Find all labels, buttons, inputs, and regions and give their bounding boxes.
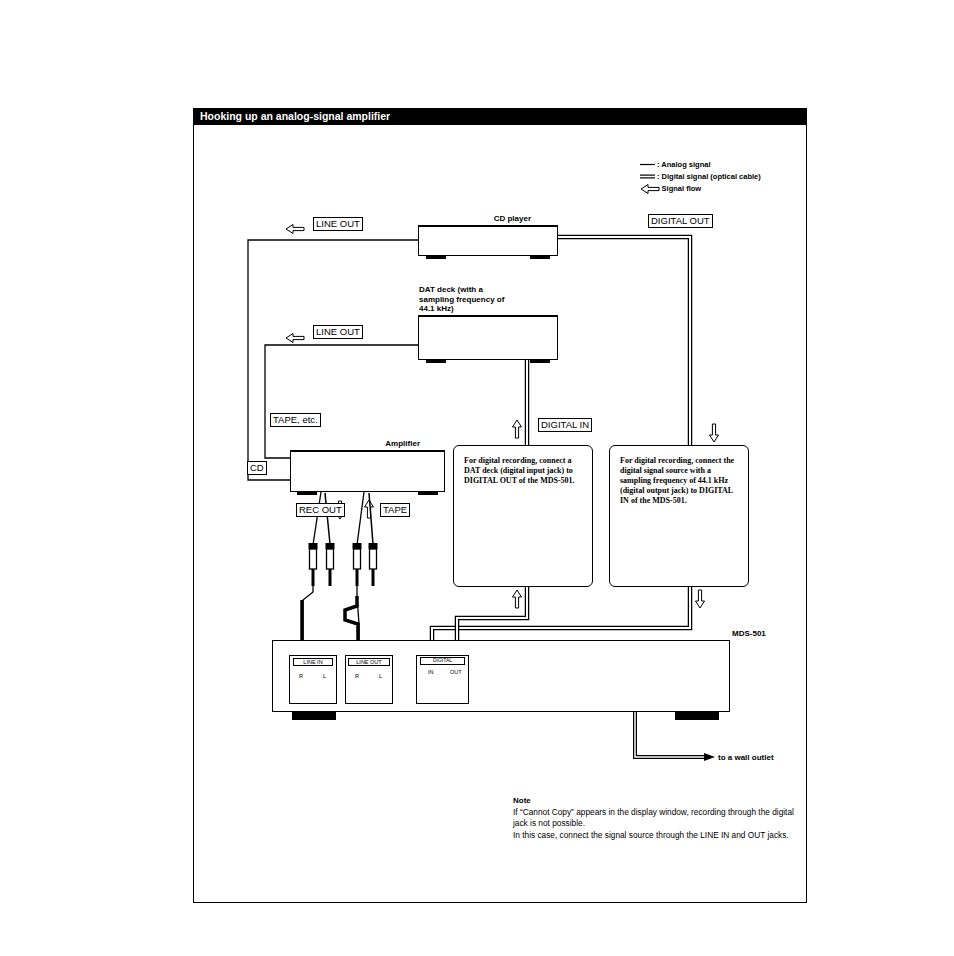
node-label: DIGITAL <box>420 657 465 665</box>
instruction-box: For digital recording, connect a DAT dec… <box>453 445 593 587</box>
plug-body <box>310 549 317 569</box>
signal-label: DIGITAL IN <box>538 418 592 432</box>
minidisc-deck: MDS-501LINE INRLLINE OUTRLDIGITALINOUT <box>272 640 730 712</box>
signal-flow-arrow <box>365 500 374 518</box>
plug-tip <box>329 569 332 586</box>
legend-text: : Analog signal <box>657 159 761 171</box>
rca-plug <box>309 543 318 586</box>
jack-label: L <box>379 673 382 679</box>
note-heading: Note <box>513 796 531 805</box>
jack-label: OUT <box>450 669 462 675</box>
instruction-box: For digital recording, connect the digit… <box>609 445 749 587</box>
signal-flow-arrow <box>513 420 522 438</box>
signal-label: REC OUT <box>296 503 345 517</box>
rca-plug <box>326 543 335 586</box>
node-label: For digital recording, connect a DAT dec… <box>464 456 582 486</box>
legend-text: : Digital signal (optical cable) <box>657 171 761 183</box>
signal-label: DIGITAL OUT <box>648 214 713 228</box>
dat-deck: DAT deck (with a sampling frequency of 4… <box>418 315 558 360</box>
node-label: CD player <box>494 214 531 223</box>
cable <box>325 493 330 544</box>
signal-label: TAPE, etc. <box>270 413 321 427</box>
signal-label: TAPE <box>380 503 410 517</box>
plug-tip <box>372 569 375 586</box>
digital-sample-core <box>640 176 655 178</box>
signal-label: LINE OUT <box>313 325 363 339</box>
note-text: If “Cannot Copy” appears in the display … <box>513 807 805 829</box>
plug-body <box>327 549 334 569</box>
title-bar: Hooking up an analog-signal amplifier <box>193 108 807 125</box>
node-label: LINE OUT <box>348 658 390 666</box>
jack-label: R <box>299 673 303 679</box>
rca-plug <box>369 543 378 586</box>
cd-player: CD player <box>418 225 558 256</box>
amplifier: Amplifier <box>290 450 445 492</box>
jack-label: L <box>323 673 326 679</box>
analog-sample <box>640 164 655 165</box>
digital-sample <box>640 175 655 179</box>
plug-tip <box>312 569 315 586</box>
signal-flow-arrow <box>710 424 719 442</box>
plug-tip <box>356 569 359 586</box>
outlet-label: to a wall outlet <box>718 753 774 762</box>
plug-body <box>354 549 361 569</box>
signal-label: LINE OUT <box>313 217 363 231</box>
signal-flow-arrow <box>286 334 304 343</box>
node-label: MDS-501 <box>732 629 766 638</box>
plug-collar <box>326 543 335 549</box>
plug-collar <box>369 543 378 549</box>
page-frame <box>194 109 807 903</box>
jack-panel: LINE OUT R L <box>345 655 393 704</box>
legend-text: : Signal flow <box>657 183 761 195</box>
foot <box>675 711 719 720</box>
node-label: Amplifier <box>385 439 420 448</box>
jack-label: IN <box>428 669 434 675</box>
cord-arrow <box>704 753 715 761</box>
signal-flow-arrow <box>286 225 304 234</box>
signal-flow-arrow <box>641 185 659 194</box>
node-label: LINE IN <box>293 658 333 666</box>
plug-collar <box>353 543 362 549</box>
signal-flow-arrow <box>696 590 705 608</box>
note-text: In this case, connect the signal source … <box>513 830 805 841</box>
node-label: DAT deck (with a sampling frequency of 4… <box>419 285 519 313</box>
plug-body <box>370 549 377 569</box>
signal-flow-arrow <box>513 590 522 608</box>
rca-plugs <box>309 543 378 586</box>
cable <box>369 493 373 544</box>
jack-label: R <box>355 673 359 679</box>
legend: : Analog signal: Digital signal (optical… <box>657 159 761 195</box>
signal-label: CD <box>247 461 267 475</box>
rca-plug <box>353 543 362 586</box>
node-label: For digital recording, connect the digit… <box>620 456 738 506</box>
plug-collar <box>309 543 318 549</box>
foot <box>292 711 336 720</box>
jack-panel: LINE IN R L <box>289 655 337 704</box>
digital-panel: DIGITAL IN OUT <box>416 655 469 704</box>
